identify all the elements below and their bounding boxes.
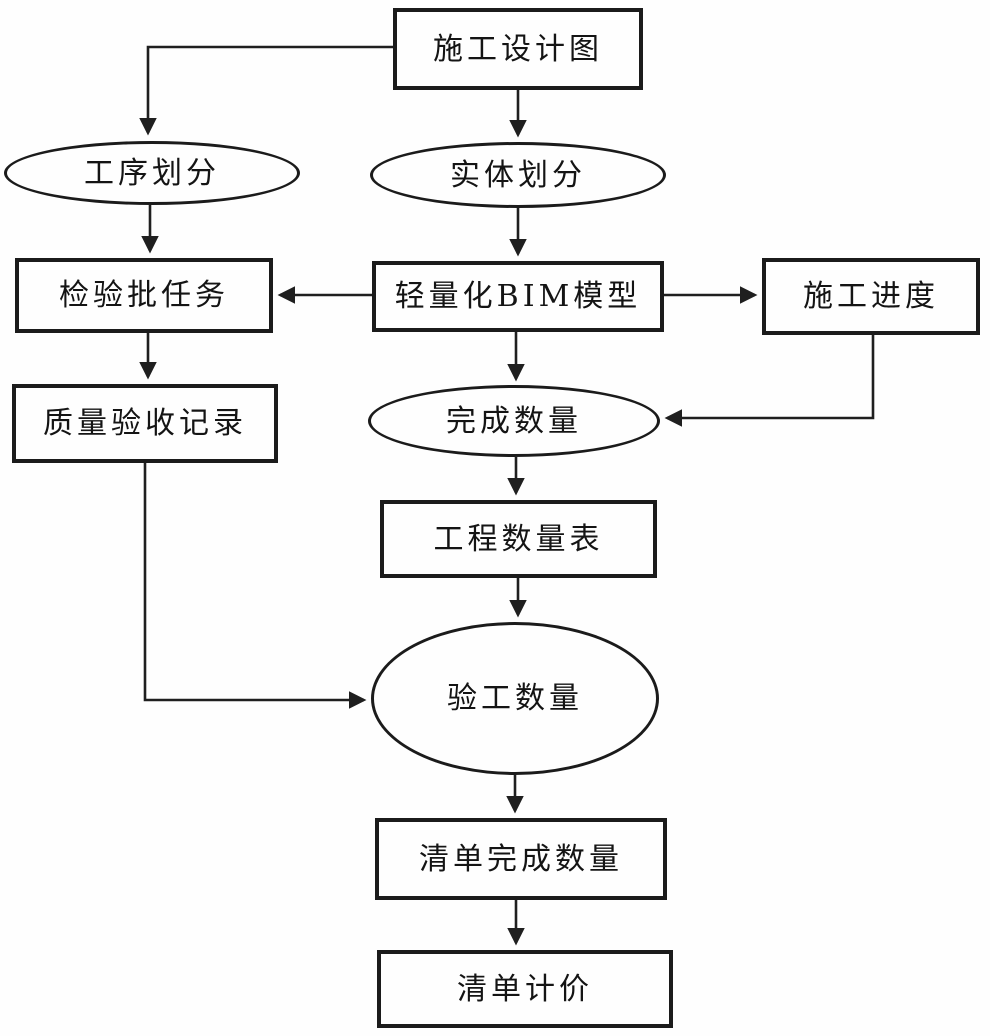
- node-work-inspection-quantity-label: 验工数量: [447, 681, 583, 716]
- node-entity-division-label: 实体划分: [450, 157, 586, 193]
- node-design-drawing-label: 施工设计图: [433, 31, 603, 67]
- node-quality-acceptance-record-label: 质量验收记录: [43, 406, 247, 441]
- node-list-pricing-label: 清单计价: [457, 971, 593, 1007]
- edge-design-to-process: [139, 45, 393, 136]
- node-inspection-batch-task-label: 检验批任务: [59, 278, 229, 313]
- node-bim-model-label: 轻量化BIM模型: [394, 279, 642, 314]
- node-construction-progress: 施工进度: [762, 258, 980, 335]
- node-construction-progress-label: 施工进度: [803, 279, 939, 314]
- node-list-completed-quantity: 清单完成数量: [375, 818, 667, 900]
- edge-progress-to-completed: [664, 335, 875, 427]
- node-entity-division: 实体划分: [370, 142, 666, 208]
- node-process-division: 工序划分: [4, 141, 300, 205]
- node-design-drawing: 施工设计图: [393, 8, 643, 90]
- edge-quality-to-workinspection: [143, 463, 367, 709]
- node-inspection-batch-task: 检验批任务: [15, 258, 273, 333]
- node-list-completed-quantity-label: 清单完成数量: [419, 841, 623, 877]
- node-completed-quantity-label: 完成数量: [446, 403, 582, 439]
- node-quantity-table-label: 工程数量表: [433, 521, 604, 557]
- node-bim-model: 轻量化BIM模型: [372, 261, 664, 332]
- node-list-pricing: 清单计价: [377, 950, 673, 1028]
- node-work-inspection-quantity: 验工数量: [371, 622, 659, 775]
- node-quantity-table: 工程数量表: [380, 500, 657, 578]
- node-process-division-label: 工序划分: [84, 155, 220, 191]
- node-completed-quantity: 完成数量: [368, 385, 660, 457]
- node-quality-acceptance-record: 质量验收记录: [12, 384, 278, 463]
